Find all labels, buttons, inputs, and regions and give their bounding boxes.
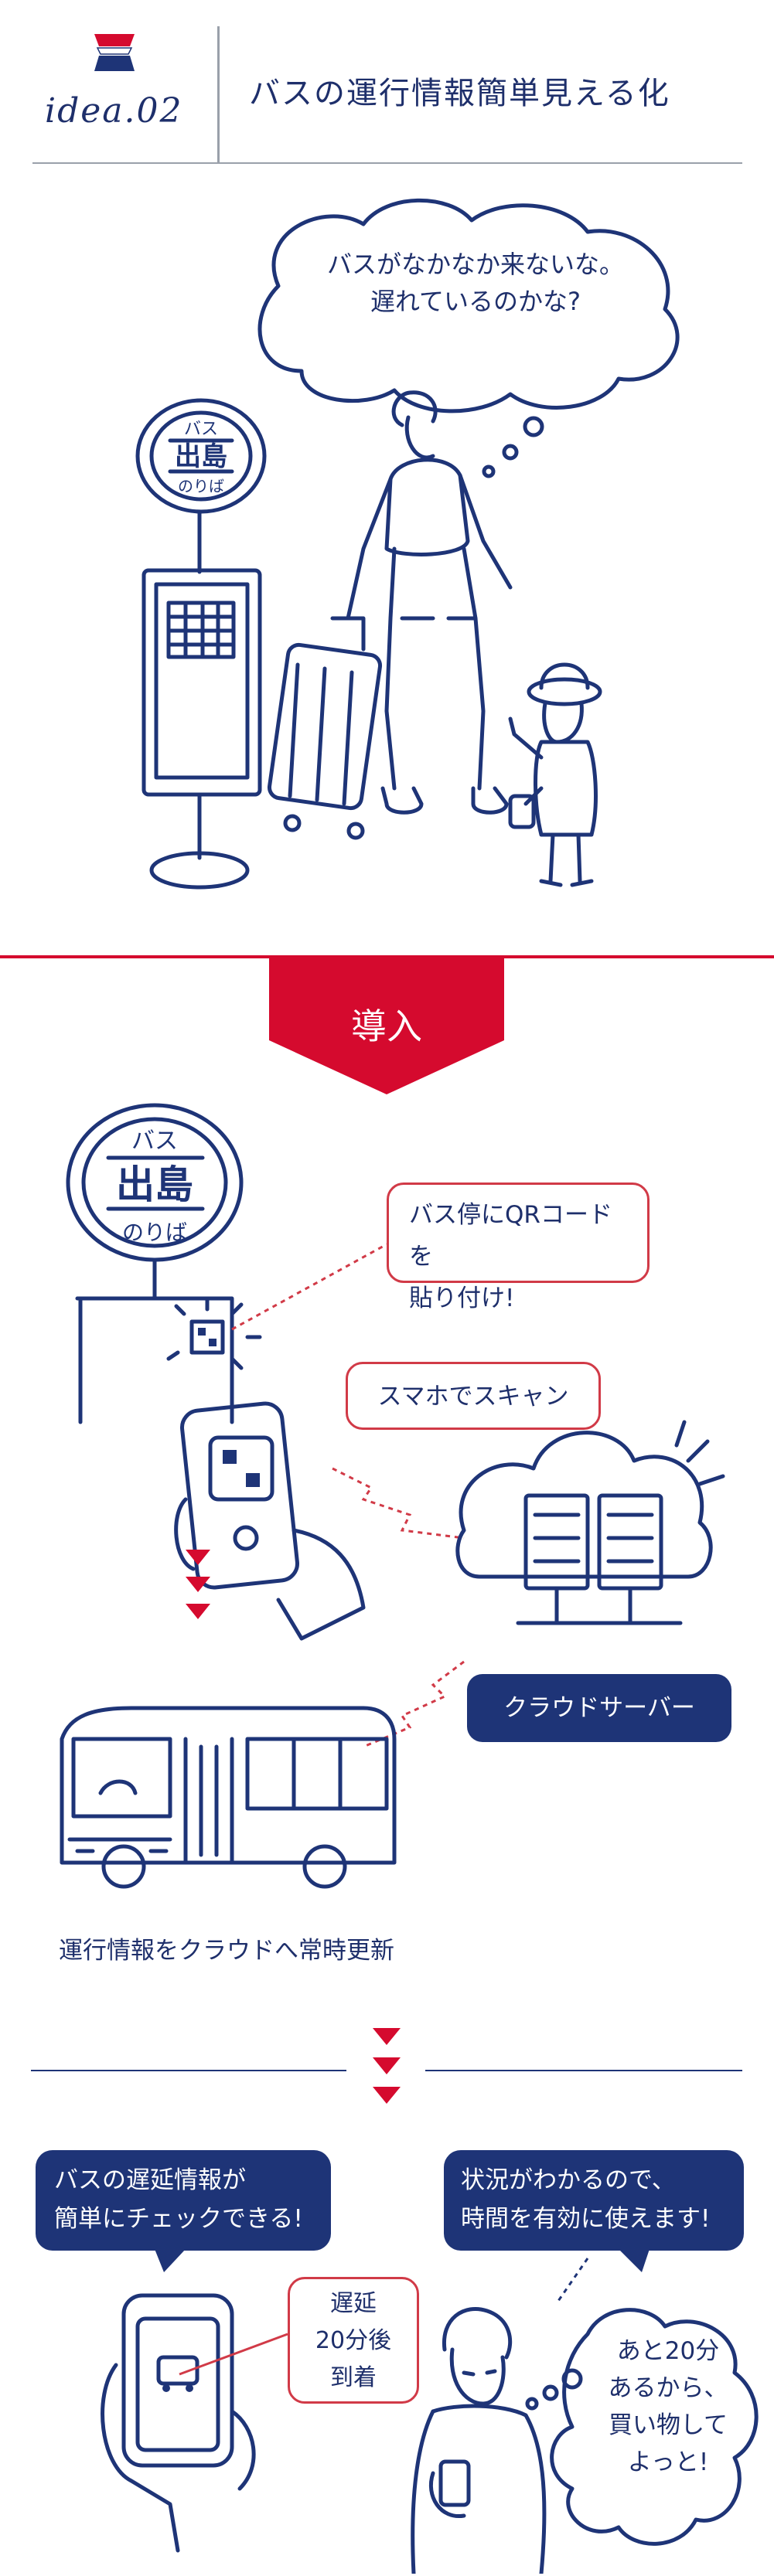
divider-arrows-down bbox=[373, 2028, 401, 2104]
page-title: バスの運行情報簡単見える化 bbox=[249, 76, 670, 111]
sign-bottom-text-2: のりば bbox=[122, 1220, 187, 1245]
delay-info-bubble: バスの遅延情報が 簡単にチェックできる! bbox=[36, 2150, 331, 2251]
thought-dot-2 bbox=[502, 444, 519, 461]
phone-bus-app bbox=[101, 2293, 256, 2553]
waiting-scene-illustration: バス 出島 のりば bbox=[135, 198, 680, 890]
result-illustration bbox=[101, 2249, 759, 2574]
sign-top-text: バス bbox=[184, 420, 218, 439]
cloud-server-icon bbox=[455, 1420, 725, 1625]
qr-sticker-icon bbox=[189, 1319, 225, 1355]
thought-dot-1 bbox=[523, 416, 544, 437]
qr-callout-link bbox=[231, 1243, 387, 1331]
thought-cloud-2-shape bbox=[550, 2308, 759, 2546]
thought-dot-3 bbox=[482, 464, 496, 478]
sign-main-text-2: 出島 bbox=[116, 1162, 193, 1207]
qr-callout: バス停にQRコードを 貼り付け! bbox=[387, 1183, 650, 1312]
system-flow-illustration: バス 出島 のりば bbox=[60, 1103, 725, 1889]
flow-arrows-down bbox=[186, 1550, 210, 1619]
scan-zigzag-link bbox=[332, 1467, 465, 1540]
sign-main-text: 出島 bbox=[175, 441, 227, 472]
cloud-server-label: クラウドサーバー bbox=[467, 1674, 731, 1742]
header-divider bbox=[217, 26, 220, 162]
waiting-thought-text: バスがなかなか来ないな。 遅れているのかな? bbox=[326, 250, 624, 316]
intro-label: 導入 bbox=[351, 1006, 422, 1047]
brand-label: idea.02 bbox=[45, 91, 183, 131]
bus-app-icon bbox=[156, 2355, 199, 2386]
delay-info-card: 遅延 20分後 到着 bbox=[288, 2277, 419, 2404]
child-with-hat bbox=[508, 662, 602, 887]
scan-callout: スマホでスキャン bbox=[346, 1362, 601, 1430]
bus-zigzag-link bbox=[363, 1660, 465, 1748]
woman-with-suitcase bbox=[267, 390, 513, 840]
status-bubble-tail bbox=[619, 2249, 650, 2272]
bus-stop-sign-qr: バス 出島 のりば bbox=[66, 1103, 262, 1424]
cloud-update-label: 運行情報をクラウドへ常時更新 bbox=[59, 1937, 394, 1965]
phone-scan-hand bbox=[174, 1401, 366, 1641]
brand-flag-icon bbox=[94, 34, 135, 71]
section-rule-left bbox=[31, 2070, 346, 2071]
bus-stop-sign: バス 出島 のりば bbox=[135, 398, 267, 890]
intro-arrow-shape bbox=[269, 955, 504, 1094]
delay-bubble-tail bbox=[155, 2249, 186, 2272]
delay-card-link bbox=[179, 2333, 288, 2376]
header-rule bbox=[32, 162, 742, 164]
bus-icon bbox=[60, 1706, 397, 1889]
sign-bottom-text: のりば bbox=[178, 477, 224, 495]
woman-with-phone bbox=[411, 2306, 547, 2574]
shopping-thought-text: あと20分 あるから、 買い物して よっと! bbox=[608, 2337, 728, 2476]
thought-cloud-shape bbox=[257, 198, 680, 413]
section-rule-right bbox=[425, 2070, 742, 2071]
status-info-bubble: 状況がわかるので、 時間を有効に使えます! bbox=[444, 2150, 744, 2251]
sign-top-text-2: バス bbox=[131, 1128, 178, 1155]
